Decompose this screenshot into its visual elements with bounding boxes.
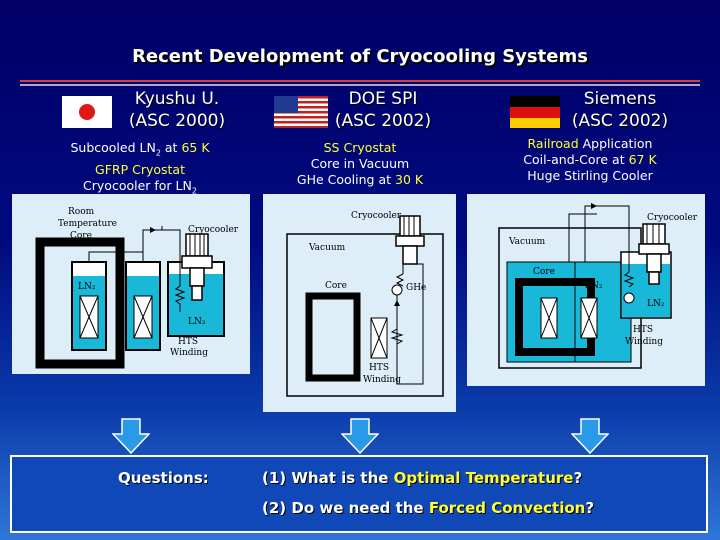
institution-kyushu: Kyushu U. (ASC 2000) [128,89,226,131]
label-cryocooler: Cryocooler [188,225,239,235]
label-ln2-right: LN₂ [188,317,206,327]
label-hts: HTS [178,337,198,347]
label-vacuum-2: Vacuum [308,243,346,253]
label-winding-2: Winding [363,375,401,385]
questions-box: Questions: (1) What is the Optimal Tempe… [10,455,708,533]
diagram-siemens: Cryocooler Vacuum Core LN₂ LN₂ HTS Windi… [467,194,705,386]
title-rule-gray [20,84,700,86]
label-hts-3: HTS [633,325,653,335]
label-core-2: Core [325,281,347,291]
label-core-3: Core [533,267,555,277]
label-winding-3: Winding [625,337,663,347]
usa-flag [274,96,328,128]
title-rule-red [20,80,700,82]
slide-title: Recent Development of Cryocooling System… [132,46,588,67]
label-temperature: Temperature [58,219,117,229]
label-cryocooler-3: Cryocooler [647,213,698,223]
label-ln2-b: LN₂ [647,299,665,309]
label-vacuum-3: Vacuum [508,237,546,247]
institution-siemens: Siemens (ASC 2002) [571,89,669,131]
label-ghe: GHe [406,283,426,293]
diagram-doe-spi: Cryocooler Vacuum Core GHe HTS Winding [263,194,456,412]
institution-doe-spi: DOE SPI (ASC 2002) [334,89,432,131]
down-arrow-icon [571,418,609,454]
down-arrow-icon [341,418,379,454]
question-2: (2) Do we need the Forced Convection? [262,499,595,517]
label-ln2-a: LN₂ [585,281,603,291]
label-winding: Winding [170,348,208,358]
germany-flag [510,96,560,128]
label-cryocooler-2: Cryocooler [351,211,402,221]
questions-label: Questions: [118,469,209,487]
label-hts-2: HTS [369,363,389,373]
description-kyushu: Subcooled LN2 at 65 K GFRP Cryostat Cryo… [70,140,210,195]
label-core: Core [70,231,92,241]
diagram-kyushu: Room Temperature Core Cryocooler LN₂ LN₂… [12,194,250,374]
label-room: Room [68,207,95,217]
label-ln2-left: LN₂ [78,282,96,292]
description-doe-spi: SS Cryostat Core in Vacuum GHe Cooling a… [296,140,424,187]
question-1: (1) What is the Optimal Temperature? [262,469,583,487]
down-arrow-icon [112,418,150,454]
japan-flag [62,96,112,128]
description-siemens: Railroad Application Coil-and-Core at 67… [523,136,657,183]
